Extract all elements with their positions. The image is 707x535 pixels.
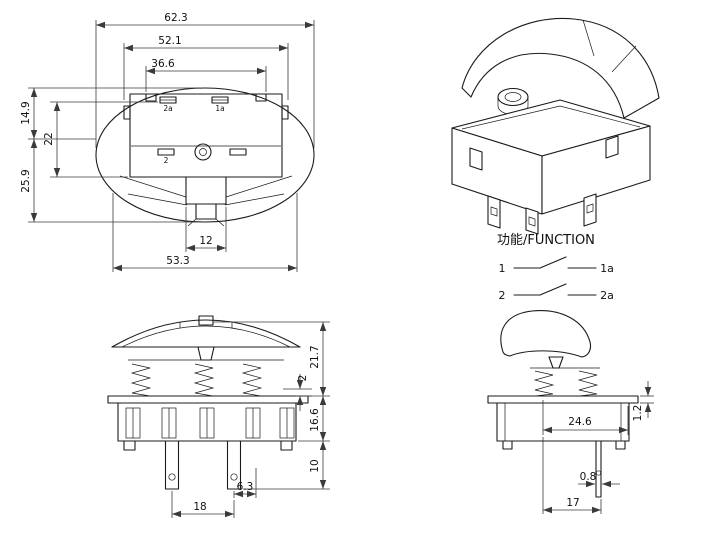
side-terminal bbox=[595, 440, 602, 498]
function-row2-to: 2a bbox=[600, 289, 614, 302]
dim-label-21-7: 21.7 bbox=[309, 345, 321, 368]
dim-label-16-6: 16.6 bbox=[309, 408, 321, 432]
dim-top-width-overall: 62.3 bbox=[95, 12, 315, 148]
function-row-2: 2 2a bbox=[499, 283, 614, 302]
side-view: 24.6 1.2 0.8 17 bbox=[487, 309, 654, 514]
iso-terminals bbox=[487, 193, 597, 235]
function-row1-from: 1 bbox=[499, 262, 506, 275]
dim-top-width-inner: 36.6 bbox=[145, 58, 267, 92]
front-terminals bbox=[164, 440, 242, 490]
front-view: 2 21.7 16.6 10 6.3 18 bbox=[107, 315, 330, 518]
dim-label-36-6: 36.6 bbox=[151, 58, 175, 70]
iso-rocker bbox=[461, 17, 660, 119]
front-body bbox=[107, 395, 309, 451]
dim-label-24-6: 24.6 bbox=[568, 416, 592, 428]
top-view-terminals: 2a 1a 2 bbox=[157, 96, 247, 165]
top-view: 2a 1a 2 62.3 52.1 36.6 14.9 bbox=[20, 12, 315, 272]
dim-side-terminal-thickness: 0.8 bbox=[578, 471, 620, 488]
pivot-circle bbox=[194, 143, 212, 161]
dim-side-body-width: 24.6 bbox=[542, 400, 629, 435]
function-row1-to: 1a bbox=[600, 262, 614, 275]
dim-label-25-9: 25.9 bbox=[20, 169, 32, 192]
dim-top-height-upper: 14.9 bbox=[20, 87, 200, 140]
dim-label-22: 22 bbox=[43, 132, 55, 145]
front-springs bbox=[130, 363, 263, 397]
dim-front-total-height: 21.7 bbox=[214, 321, 330, 397]
dim-label-52-1: 52.1 bbox=[158, 35, 181, 47]
side-body bbox=[487, 395, 639, 450]
dim-label-12: 12 bbox=[199, 235, 212, 247]
dim-label-53-3: 53.3 bbox=[166, 255, 189, 267]
front-rocker bbox=[111, 315, 301, 361]
dim-label-17: 17 bbox=[566, 497, 579, 509]
dim-label-1-2: 1.2 bbox=[632, 405, 644, 422]
terminal-label-2: 2 bbox=[164, 156, 169, 165]
top-view-outline bbox=[95, 87, 315, 227]
dim-label-0-8: 0.8 bbox=[580, 471, 597, 483]
side-springs bbox=[533, 370, 599, 397]
dim-label-6-3: 6.3 bbox=[237, 481, 254, 493]
terminal-label-1a: 1a bbox=[215, 104, 224, 113]
dim-top-height-mid: 22 bbox=[43, 101, 158, 178]
iso-body bbox=[451, 99, 651, 215]
side-rocker bbox=[500, 309, 600, 369]
iso-bushing bbox=[497, 87, 529, 115]
dim-label-14-9: 14.9 bbox=[20, 101, 32, 124]
terminal-label-2a: 2a bbox=[163, 104, 172, 113]
function-row2-from: 2 bbox=[499, 289, 506, 302]
dim-front-terminal-pitch: 18 bbox=[171, 491, 235, 518]
dim-side-flange-thickness: 1.2 bbox=[632, 381, 654, 421]
dim-front-body-height: 16.6 bbox=[298, 396, 330, 442]
dim-label-18: 18 bbox=[193, 501, 206, 513]
isometric-view bbox=[451, 17, 660, 235]
dim-side-terminal-position: 17 bbox=[542, 437, 602, 514]
function-legend-title: 功能/FUNCTION bbox=[497, 233, 595, 248]
dim-label-2: 2 bbox=[297, 375, 309, 382]
function-row-1: 1 1a bbox=[499, 256, 614, 275]
dim-top-stem-width: 12 bbox=[185, 207, 227, 252]
dim-label-62-3: 62.3 bbox=[164, 12, 187, 24]
dim-top-width-base: 53.3 bbox=[112, 193, 298, 272]
dim-front-terminal-length: 10 bbox=[243, 441, 330, 490]
function-legend: 功能/FUNCTION 1 1a 2 2a bbox=[497, 233, 614, 302]
dim-label-10: 10 bbox=[309, 459, 321, 472]
dim-front-terminal-offset: 6.3 bbox=[233, 468, 257, 498]
dim-top-width-flange: 52.1 bbox=[123, 35, 289, 100]
